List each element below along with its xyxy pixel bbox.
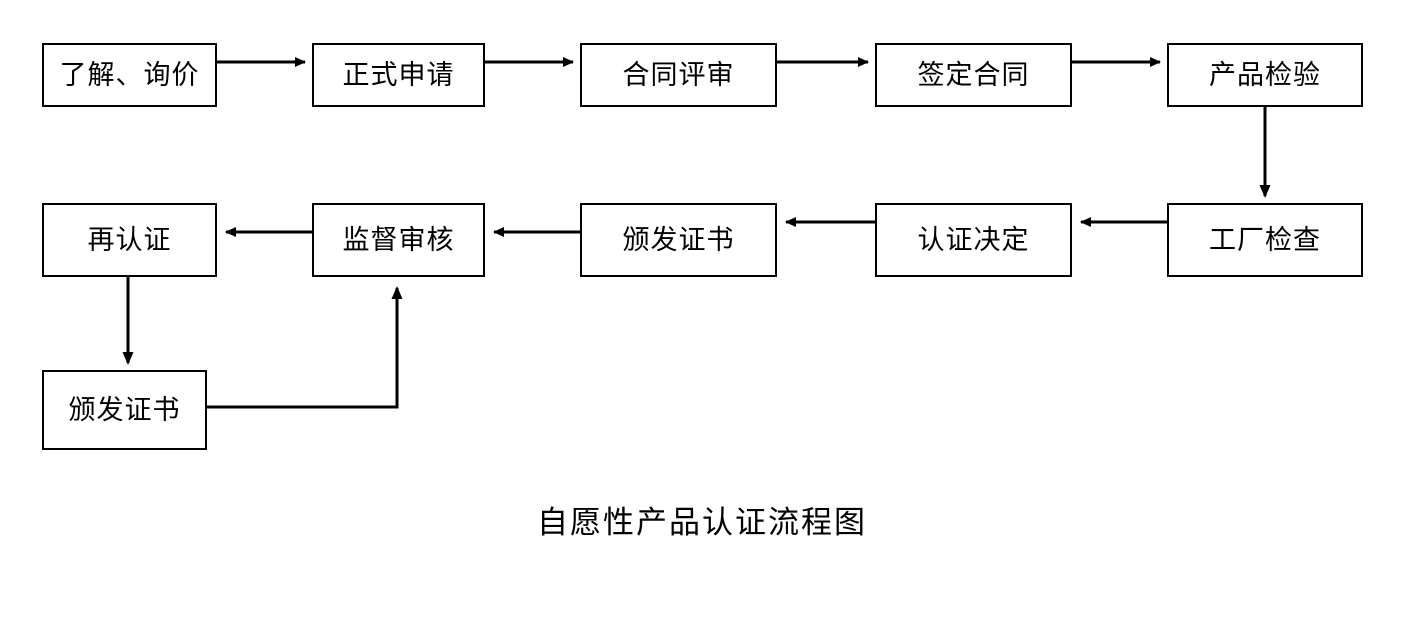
node-supervise-audit[interactable]: 监督审核: [312, 203, 485, 277]
node-sign-contract[interactable]: 签定合同: [875, 43, 1072, 107]
node-inquiry-label: 了解、询价: [59, 59, 200, 90]
node-inquiry[interactable]: 了解、询价: [42, 43, 217, 107]
node-contract-review-label: 合同评审: [622, 59, 735, 90]
node-supervise-audit-label: 监督审核: [342, 224, 455, 255]
node-factory-check-label: 工厂检查: [1209, 224, 1321, 255]
node-issue-cert-2[interactable]: 颁发证书: [42, 370, 207, 450]
edge-issue-cert-2-to-supervise-audit: [207, 286, 403, 409]
node-formal-apply-label: 正式申请: [342, 59, 455, 90]
node-cert-decision-label: 认证决定: [917, 224, 1030, 255]
node-issue-cert-2-label: 颁发证书: [68, 394, 181, 425]
node-formal-apply[interactable]: 正式申请: [312, 43, 485, 107]
node-re-certify-label: 再认证: [87, 224, 172, 255]
node-product-test-label: 产品检验: [1209, 59, 1321, 90]
node-re-certify[interactable]: 再认证: [42, 203, 217, 277]
node-product-test[interactable]: 产品检验: [1167, 43, 1363, 107]
node-issue-cert-1[interactable]: 颁发证书: [580, 203, 777, 277]
node-cert-decision[interactable]: 认证决定: [875, 203, 1072, 277]
node-issue-cert-1-label: 颁发证书: [622, 224, 735, 255]
node-factory-check[interactable]: 工厂检查: [1167, 203, 1363, 277]
node-contract-review[interactable]: 合同评审: [580, 43, 777, 107]
node-sign-contract-label: 签定合同: [917, 59, 1030, 90]
diagram-title: 自愿性产品认证流程图: [537, 505, 867, 540]
